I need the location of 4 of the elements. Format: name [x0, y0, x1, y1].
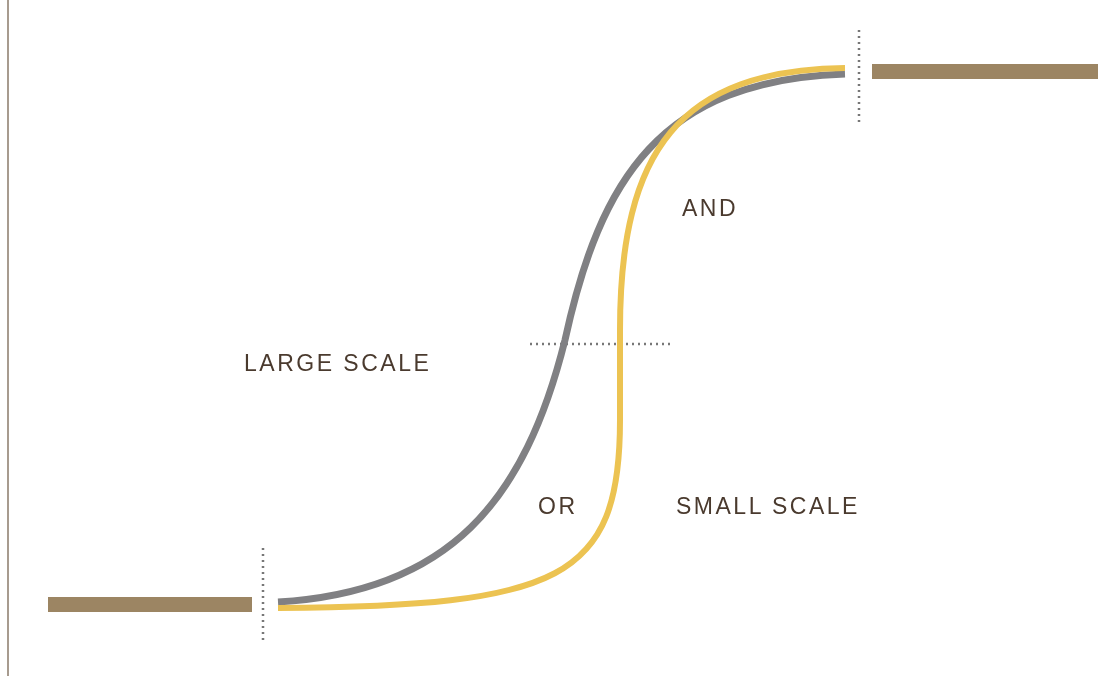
curve-label: OR [538, 495, 578, 518]
curve-label: LARGE SCALE [244, 352, 432, 375]
curve-label: SMALL SCALE [676, 495, 860, 518]
curve-label: AND [682, 197, 739, 220]
